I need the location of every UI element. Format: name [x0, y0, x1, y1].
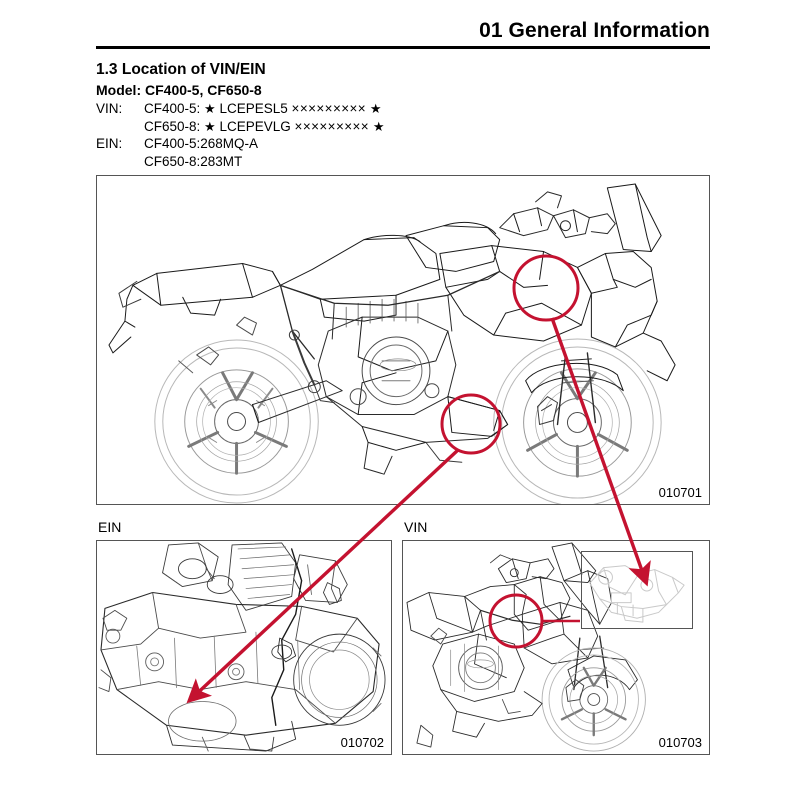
spec-row-vin-1: VIN: CF400-5: ★ LCEPESL5 ××××××××× ★: [96, 100, 710, 118]
spec-value-vin-1: CF400-5: ★ LCEPESL5 ××××××××× ★: [144, 100, 710, 118]
vin-inset-detail-box: [581, 551, 693, 629]
panel-label-ein: EIN: [98, 519, 122, 535]
spec-row-ein-1: EIN: CF400-5:268MQ-A: [96, 135, 710, 153]
figure-caption-vin: 010703: [655, 735, 702, 751]
star-icon: ★: [372, 118, 385, 134]
spec-value-vin-2: CF650-8: ★ LCEPEVLG ××××××××× ★: [144, 118, 710, 136]
spec-key-spacer: [96, 118, 144, 136]
star-icon: ★: [204, 101, 216, 116]
star-icon: ★: [369, 101, 382, 116]
vin-code-1: LCEPESL5: [219, 101, 288, 116]
section-heading: 1.3 Location of VIN/EIN: [96, 61, 266, 78]
figure-caption-main: 010701: [655, 485, 702, 501]
vin-code-2: LCEPEVLG: [219, 118, 291, 134]
vin-plate-detail-faint-drawing: [589, 565, 685, 623]
panel-label-vin: VIN: [404, 519, 428, 535]
specification-text-block: 1.3 Location of VIN/EIN Model: CF400-5, …: [96, 60, 710, 170]
vin-masked-1: ×××××××××: [291, 101, 367, 116]
engine-crankcase-closeup-line-drawing: [98, 542, 386, 752]
figure-caption-ein: 010702: [337, 735, 384, 751]
page-title: 01 General Information: [479, 19, 710, 42]
page-header: 01 General Information: [96, 18, 710, 49]
vin-model-2: CF650-8:: [144, 118, 201, 134]
figure-panel-main: 010701: [96, 175, 710, 505]
ein-model-1: CF400-5:268MQ-A: [144, 136, 259, 151]
vin-masked-2: ×××××××××: [294, 118, 370, 134]
ein-model-2: CF650-8:283MT: [144, 153, 243, 169]
spec-key-spacer: [96, 153, 144, 171]
spec-row-ein-2: CF650-8:283MT: [96, 153, 710, 171]
header-divider: [96, 46, 710, 49]
star-icon: ★: [204, 118, 216, 134]
model-line: Model: CF400-5, CF650-8: [96, 82, 262, 98]
figure-panel-vin: 010703: [402, 540, 710, 755]
spec-row-vin-2: CF650-8: ★ LCEPEVLG ××××××××× ★: [96, 118, 710, 136]
spec-key-vin: VIN:: [96, 101, 123, 116]
figure-panel-ein: 010702: [96, 540, 392, 755]
spec-key-ein: EIN:: [96, 136, 123, 151]
vin-model-1: CF400-5:: [144, 101, 201, 116]
motorcycle-side-view-line-drawing: [108, 183, 676, 504]
